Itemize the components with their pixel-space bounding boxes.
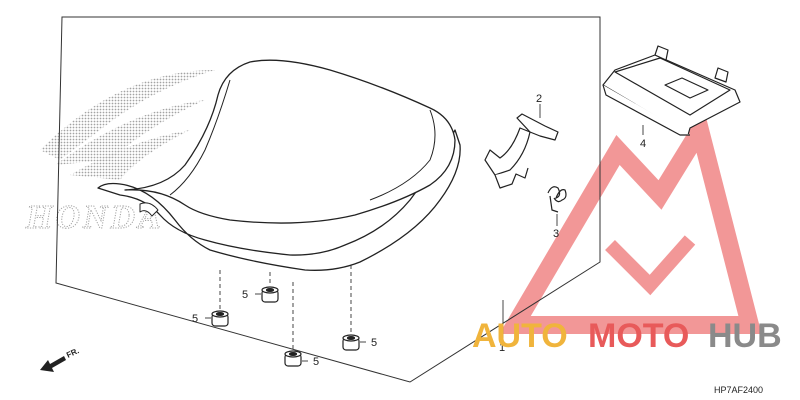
honda-wing-logo: HONDA — [25, 70, 215, 237]
callout-3: 3 — [553, 228, 559, 240]
seat-assembly — [97, 59, 461, 271]
leader-lines — [205, 104, 644, 362]
callout-2: 2 — [536, 93, 542, 105]
part-5-cushion-c — [284, 350, 302, 367]
watermark-part3: HUB — [708, 317, 782, 355]
callout-4: 4 — [640, 138, 646, 150]
part-5-cushion-d — [342, 334, 360, 351]
part-3-spring — [547, 186, 567, 213]
seat-base — [97, 129, 461, 271]
honda-logo-text: HONDA — [25, 199, 164, 236]
callout-5d: 5 — [371, 337, 377, 349]
front-direction-label: FR. — [65, 346, 80, 360]
watermark-triangle — [499, 107, 762, 334]
seat-cushion — [124, 59, 456, 224]
diagram-code: HP7AF2400 — [714, 385, 763, 395]
assembly-outline — [55, 16, 601, 383]
front-direction-arrow: FR. — [40, 346, 81, 372]
callout-1: 1 — [499, 342, 505, 354]
callout-5c: 5 — [313, 356, 319, 368]
callout-5b: 5 — [242, 289, 248, 301]
watermark-part1: AUTO — [472, 317, 568, 355]
callout-5a: 5 — [192, 313, 198, 325]
watermark-text: AUTO MOTO HUB — [472, 317, 782, 355]
part-5-cushion-b — [261, 286, 279, 303]
part-4-tray — [602, 45, 741, 136]
part-2-bracket — [484, 113, 559, 189]
part-5-cushion-a — [211, 310, 229, 327]
watermark-part2: MOTO — [588, 317, 689, 355]
